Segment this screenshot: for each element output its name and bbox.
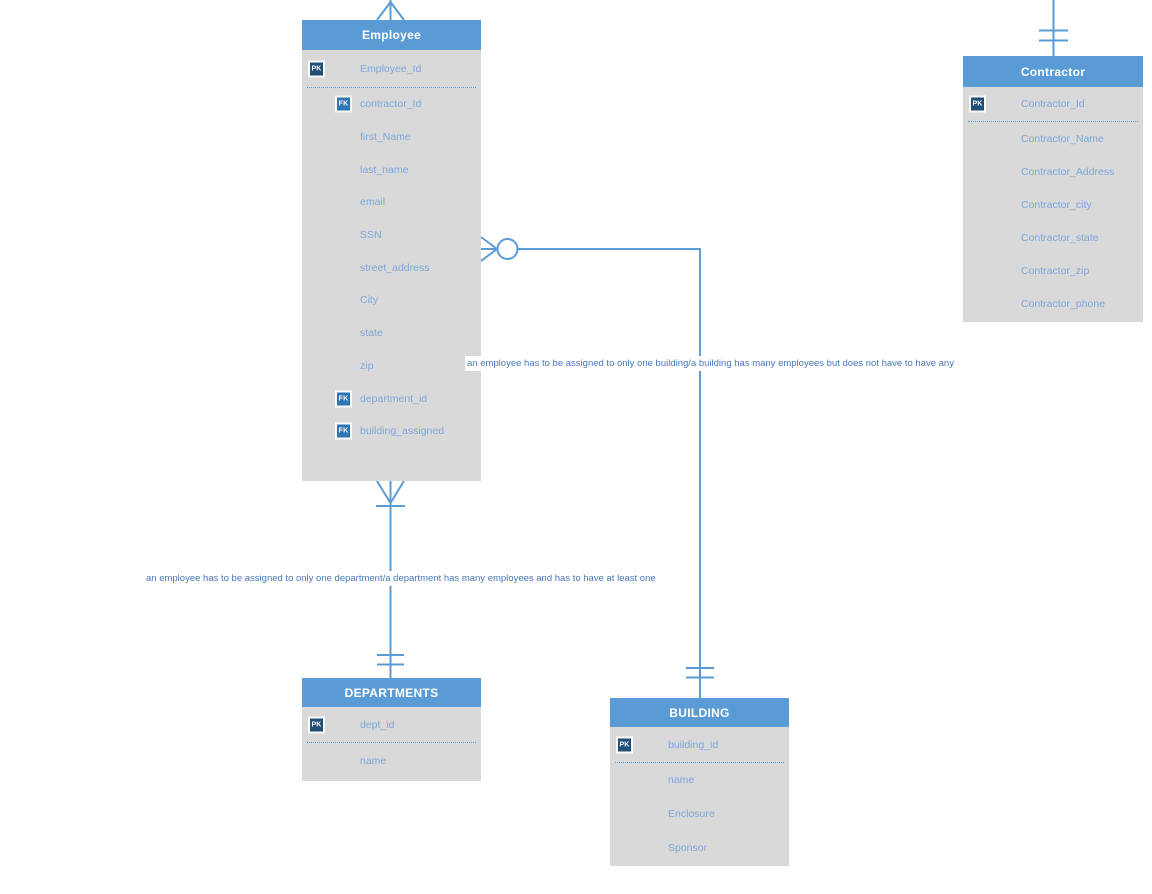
pk-separator-line (615, 762, 784, 763)
field-label: Employee_Id (360, 62, 422, 75)
field-label: department_id (360, 392, 428, 405)
pk-separator-line (968, 121, 1138, 122)
field-label: Enclosure (668, 808, 715, 820)
field-row-name[interactable]: name (302, 743, 481, 779)
relationship-annotation[interactable]: an employee has to be assigned to only o… (465, 356, 956, 371)
field-label: last_name (360, 163, 409, 176)
field-row-contractor_name[interactable]: Contractor_Name (963, 122, 1143, 155)
field-row-zip[interactable]: zip (302, 350, 481, 383)
field-label: dept_id (360, 718, 395, 731)
field-label: email (360, 196, 386, 209)
field-label: name (668, 774, 695, 786)
connector-employee-contractor[interactable] (376, 0, 405, 21)
field-label: Contractor_zip (1021, 264, 1090, 277)
field-row-building_id[interactable]: PK building_id (610, 727, 789, 762)
pk-separator-line (307, 742, 476, 743)
field-label: Contractor_Address (1021, 165, 1115, 178)
pk-separator-line (307, 87, 476, 88)
field-label: SSN (360, 229, 382, 242)
field-row-ssn[interactable]: SSN (302, 219, 481, 252)
field-row-contractor_id[interactable]: FK contractor_Id (302, 88, 481, 121)
crows-foot-many-icon (480, 248, 498, 262)
field-row-state[interactable]: state (302, 317, 481, 350)
crows-foot-many-icon (389, 1, 405, 21)
entity-title-contractor[interactable]: Contractor (963, 56, 1143, 87)
field-row-dept_id[interactable]: PK dept_id (302, 707, 481, 742)
fk-key-badge: FK (335, 95, 352, 113)
relationship-annotation[interactable]: an employee has to be assigned to only o… (144, 571, 658, 586)
field-row-first_name[interactable]: first_Name (302, 121, 481, 154)
field-row-sponsor[interactable]: Sponsor (610, 831, 789, 865)
field-row-last_name[interactable]: last_name (302, 153, 481, 186)
field-label: Sponsor (668, 842, 708, 854)
field-row-enclosure[interactable]: Enclosure (610, 797, 789, 831)
field-row-contractor_phone[interactable]: Contractor_phone (963, 287, 1143, 320)
field-label: state (360, 327, 383, 340)
field-row-contractor_address[interactable]: Contractor_Address (963, 155, 1143, 188)
field-row-city[interactable]: City (302, 284, 481, 317)
field-label: Contractor_Id (1021, 98, 1085, 110)
field-row-building_assigned[interactable]: FK building_assigned (302, 415, 481, 448)
field-label: zip (360, 359, 374, 372)
field-row-contractor_id[interactable]: PK Contractor_Id (963, 87, 1143, 121)
field-label: City (360, 294, 379, 307)
pk-key-badge: PK (308, 716, 325, 733)
entity-title-building[interactable]: BUILDING (610, 698, 789, 727)
field-label: contractor_Id (360, 98, 422, 111)
field-row-contractor_state[interactable]: Contractor_state (963, 221, 1143, 254)
field-row-street_address[interactable]: street_address (302, 251, 481, 284)
field-label: building_assigned (360, 425, 445, 438)
field-label: first_Name (360, 131, 411, 144)
field-label: street_address (360, 261, 430, 274)
field-label: Contractor_Name (1021, 132, 1104, 145)
field-row-email[interactable]: email (302, 186, 481, 219)
field-label: Contractor_phone (1021, 297, 1106, 310)
pk-key-badge: PK (969, 95, 986, 113)
pk-key-badge: PK (308, 60, 325, 77)
crows-foot-many-icon (389, 480, 405, 504)
field-label: Contractor_state (1021, 231, 1099, 244)
field-label: name (360, 755, 387, 767)
fk-key-badge: FK (335, 422, 352, 440)
fk-key-badge: FK (335, 390, 352, 408)
crows-foot-many-icon (376, 1, 392, 21)
field-row-contractor_city[interactable]: Contractor_city (963, 188, 1143, 221)
crows-foot-many-icon (376, 480, 392, 504)
field-row-employee_id[interactable]: PK Employee_Id (302, 50, 481, 87)
zero-optional-circle-icon (496, 238, 519, 260)
crows-foot-many-icon (480, 236, 498, 250)
relationship-line (517, 248, 701, 698)
entity-title-departments[interactable]: DEPARTMENTS (302, 678, 481, 707)
connector-employee-building[interactable] (480, 236, 714, 698)
pk-key-badge: PK (616, 736, 633, 753)
field-row-department_id[interactable]: FK department_id (302, 382, 481, 415)
connector-contractor-end[interactable] (1039, 0, 1068, 56)
field-label: Contractor_city (1021, 198, 1092, 211)
entity-title-employee[interactable]: Employee (302, 20, 481, 50)
field-row-name[interactable]: name (610, 763, 789, 797)
field-label: building_id (668, 738, 719, 751)
field-row-contractor_zip[interactable]: Contractor_zip (963, 254, 1143, 287)
